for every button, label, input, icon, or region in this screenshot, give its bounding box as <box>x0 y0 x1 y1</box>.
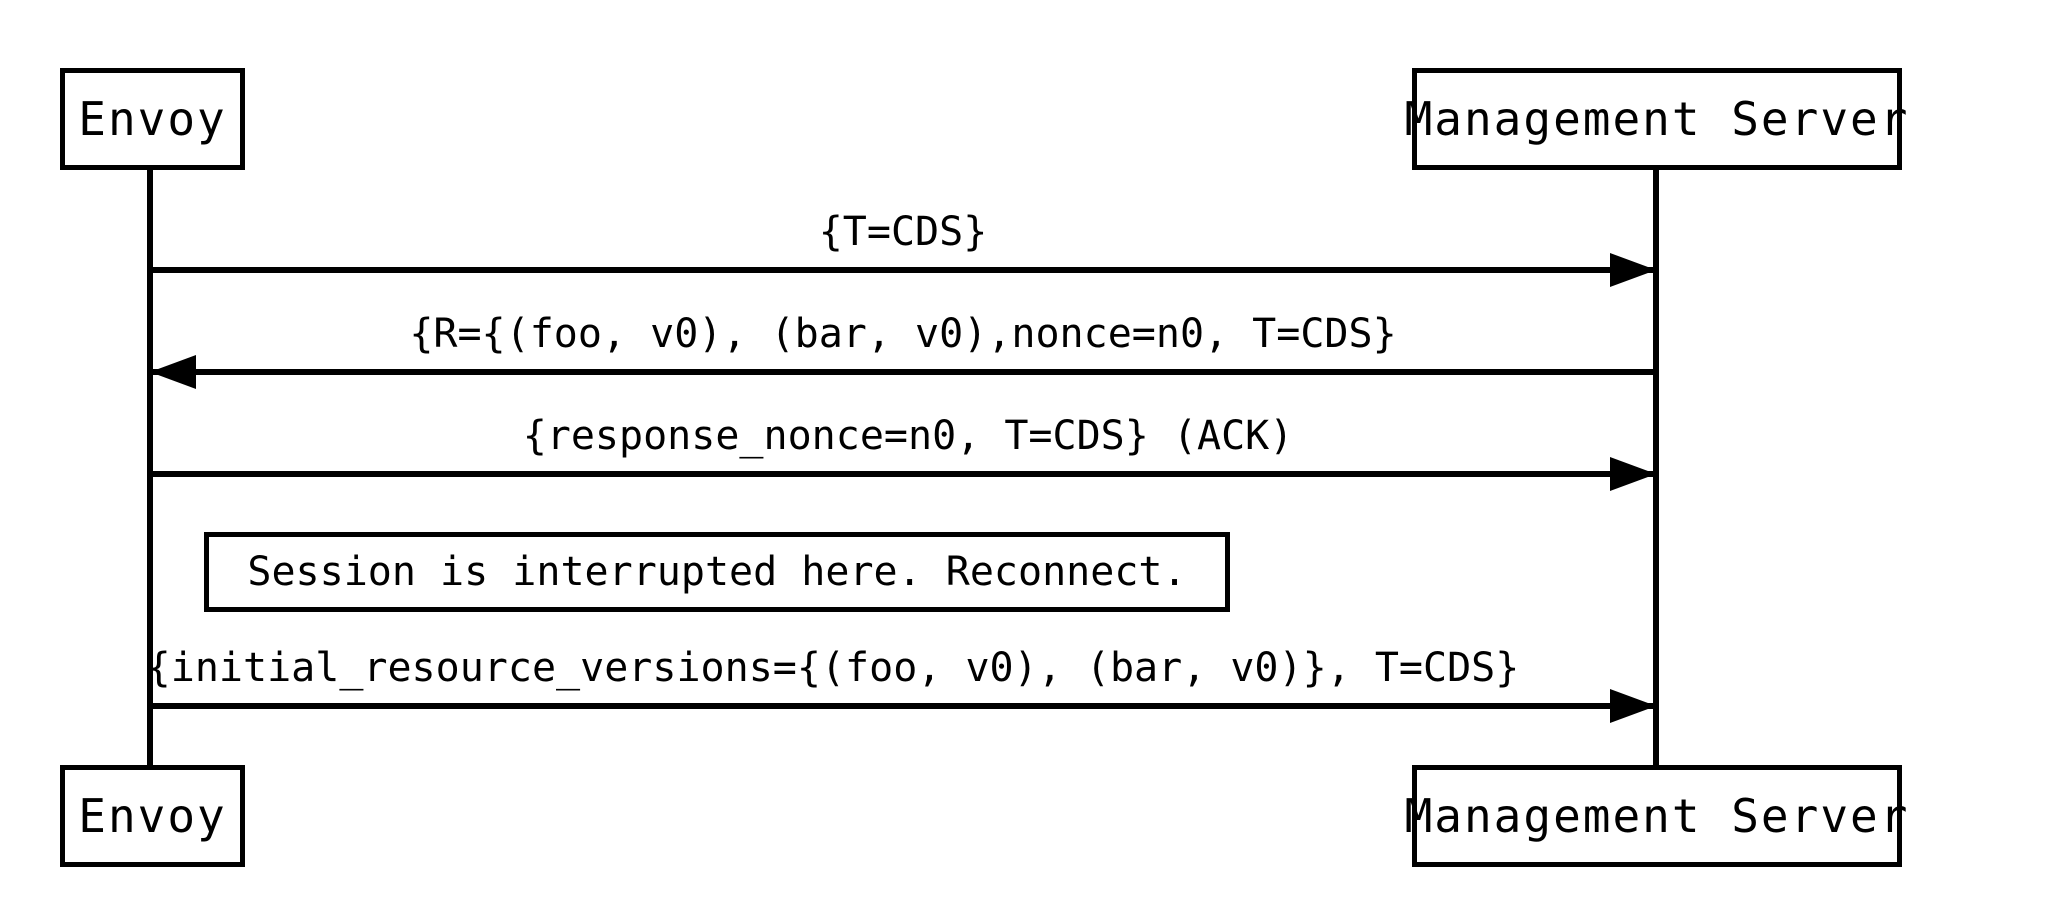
actor-label-envoy: Envoy <box>78 789 227 843</box>
actor-box-envoy-bottom: Envoy <box>60 765 245 867</box>
arrowhead-left-icon <box>150 355 196 389</box>
lifeline-management-server <box>1653 170 1659 765</box>
actor-label-management-server: Management Server <box>1404 789 1910 843</box>
message-arrow-4 <box>150 703 1656 709</box>
actor-box-management-server-top: Management Server <box>1405 68 1907 170</box>
arrowhead-right-icon <box>1610 457 1656 491</box>
actor-label-envoy: Envoy <box>78 92 227 146</box>
actor-box-envoy-top: Envoy <box>60 68 245 170</box>
message-label-2: {R={(foo, v0), (bar, v0),nonce=n0, T=CDS… <box>409 311 1397 357</box>
arrowhead-right-icon <box>1610 253 1656 287</box>
message-label-1: {T=CDS} <box>818 209 988 255</box>
message-arrow-3 <box>150 471 1656 477</box>
message-arrow-1 <box>150 267 1656 273</box>
arrowhead-right-icon <box>1610 689 1656 723</box>
message-arrow-2 <box>150 369 1656 375</box>
message-label-3: {response_nonce=n0, T=CDS} (ACK) <box>522 413 1294 459</box>
lifeline-envoy <box>147 170 153 765</box>
note-box: Session is interrupted here. Reconnect. <box>204 532 1230 612</box>
message-label-4: {initial_resource_versions={(foo, v0), (… <box>146 645 1520 691</box>
note-text: Session is interrupted here. Reconnect. <box>247 549 1187 595</box>
actor-label-management-server: Management Server <box>1404 92 1910 146</box>
actor-box-management-server-bottom: Management Server <box>1405 765 1907 867</box>
